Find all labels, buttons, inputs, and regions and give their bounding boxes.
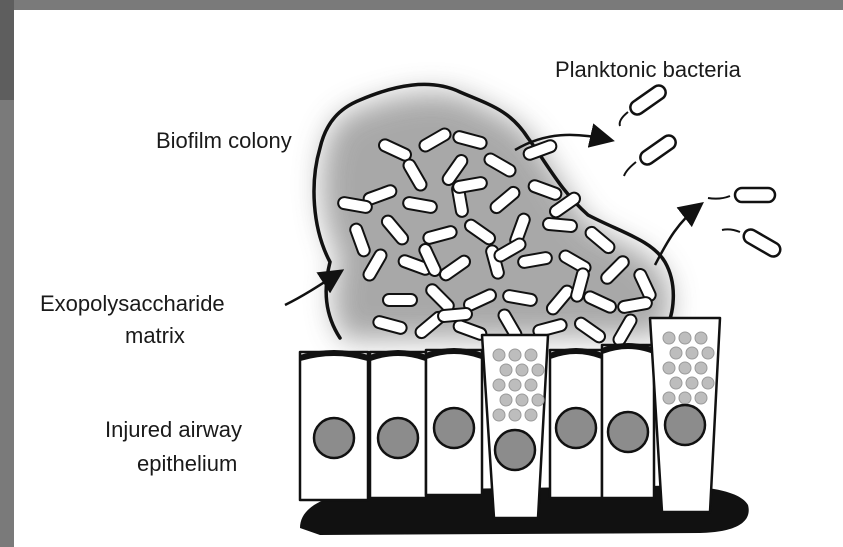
goblet-cell [650, 318, 720, 512]
epithelial-cell [550, 350, 602, 498]
planktonic-bacterium [620, 83, 669, 126]
goblet-cell [482, 335, 548, 518]
mucus-granule [500, 394, 512, 406]
exopolysaccharide-label-line2: matrix [125, 322, 185, 350]
mucus-granule [532, 394, 544, 406]
mucus-granule [663, 392, 675, 404]
nucleus [378, 418, 418, 458]
mucus-granule [686, 347, 698, 359]
planktonic-bacteria-label: Planktonic bacteria [555, 56, 741, 84]
mucus-granule [702, 377, 714, 389]
epithelial-cell [602, 345, 654, 498]
mucus-granule [532, 364, 544, 376]
epithelium-label-line1: Injured airway [105, 416, 242, 444]
mucus-granule [702, 347, 714, 359]
matrix-shading [321, 93, 670, 340]
planktonic-bacterium [624, 133, 678, 176]
mucus-granule [525, 409, 537, 421]
mucus-granule [686, 377, 698, 389]
mucus-granule [509, 409, 521, 421]
nucleus [434, 408, 474, 448]
mucus-granule [493, 379, 505, 391]
nucleus [495, 430, 535, 470]
arrow-to-matrix [285, 272, 340, 305]
nucleus [314, 418, 354, 458]
epithelial-cell [370, 352, 426, 498]
mucus-granule [493, 349, 505, 361]
nucleus [665, 405, 705, 445]
mucus-granule [516, 394, 528, 406]
mucus-granule [509, 349, 521, 361]
planktonic-bacterium [722, 227, 783, 259]
mucus-granule [663, 362, 675, 374]
exopolysaccharide-label-line1: Exopolysaccharide [40, 290, 225, 318]
mucus-granule [493, 409, 505, 421]
flagellum [620, 112, 628, 126]
biofilm-colony-label: Biofilm colony [156, 127, 292, 155]
mucus-granule [500, 364, 512, 376]
planktonic-bacterium [708, 188, 775, 202]
mucus-granule [679, 362, 691, 374]
mucus-granule [679, 392, 691, 404]
mucus-granule [695, 362, 707, 374]
mucus-granule [509, 379, 521, 391]
mucus-granule [525, 379, 537, 391]
mucus-granule [670, 377, 682, 389]
mucus-granule [516, 364, 528, 376]
nucleus [608, 412, 648, 452]
rod-bacterium [383, 294, 417, 306]
rod-bacterium [543, 218, 578, 233]
nucleus [556, 408, 596, 448]
mucus-granule [663, 332, 675, 344]
flagellum [708, 196, 730, 199]
flagellum [722, 229, 740, 232]
mucus-granule [695, 392, 707, 404]
mucus-granule [695, 332, 707, 344]
epithelial-cell [300, 352, 368, 500]
flagellum [624, 162, 636, 176]
mucus-granule [670, 347, 682, 359]
planktonic-bacteria [620, 83, 783, 259]
rod-bacterium [438, 308, 473, 323]
mucus-granule [679, 332, 691, 344]
epithelial-cell [426, 350, 482, 495]
mucus-granule [525, 349, 537, 361]
epithelium-label-line2: epithelium [137, 450, 237, 478]
